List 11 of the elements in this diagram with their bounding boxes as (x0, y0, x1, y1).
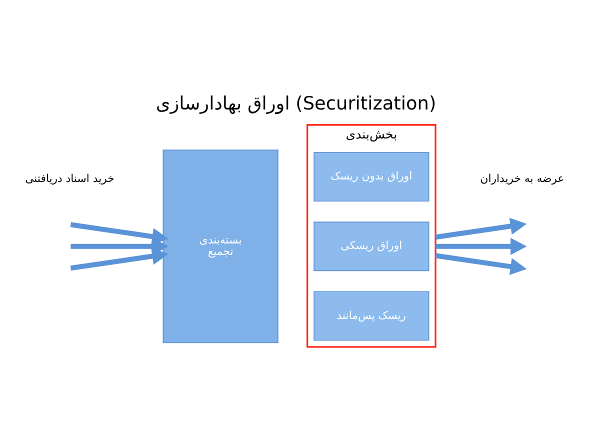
node-box: ریسک پس‌مانند (314, 291, 430, 341)
arrow (435, 218, 527, 240)
arrow (435, 253, 527, 276)
arrow (70, 228, 168, 265)
diagram-title: اوراق بهادارسازی (Securitization) (156, 93, 436, 114)
node-box: بسته‌بندی تجمیع (162, 150, 278, 344)
node-box: اوراق بدون ریسک (314, 152, 430, 202)
arrow (436, 238, 527, 255)
node-box: اوراق ریسکی (314, 222, 430, 272)
label: عرضه به خریداران (480, 172, 564, 186)
label: خرید اسناد دریافتنی (25, 172, 114, 186)
